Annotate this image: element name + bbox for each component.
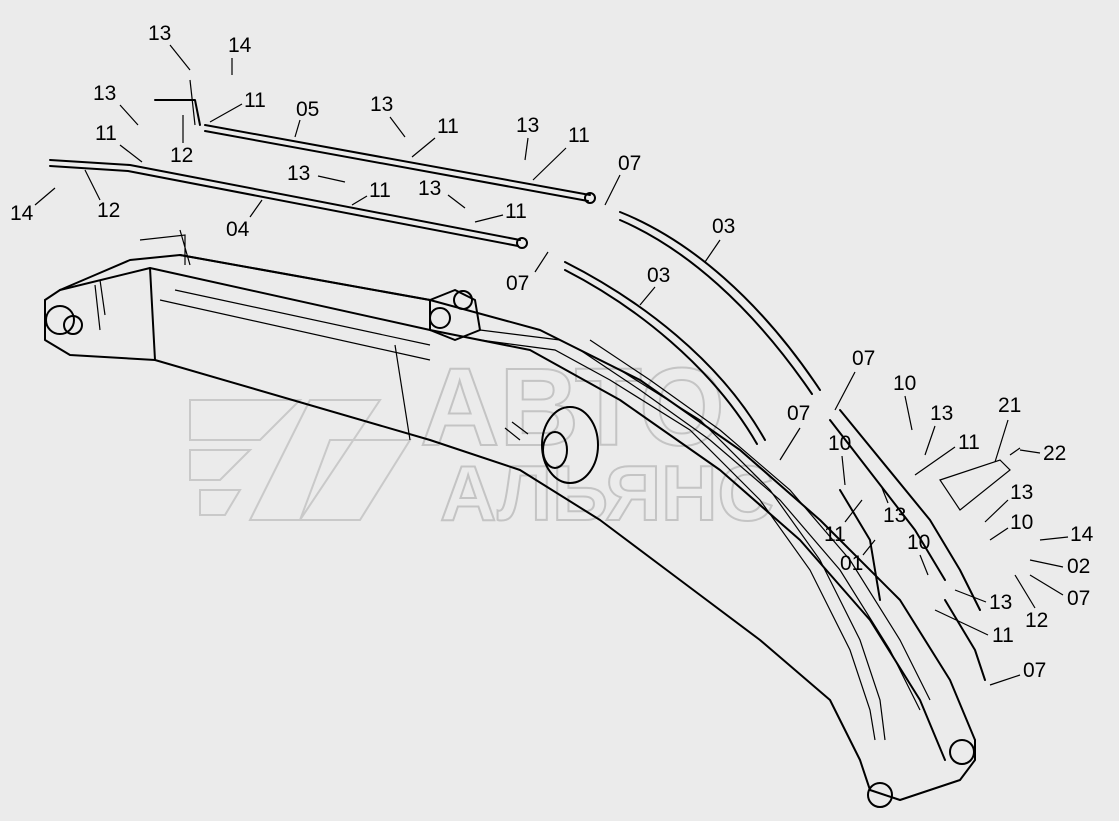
hose-03-upper	[619, 211, 821, 395]
label-14: 14	[10, 202, 34, 225]
label-13: 13	[1010, 481, 1033, 504]
label-07: 07	[787, 402, 810, 425]
label-11: 11	[958, 431, 980, 454]
label-22: 22	[1043, 442, 1066, 465]
label-11: 11	[95, 122, 117, 145]
label-14: 14	[228, 34, 252, 57]
tube-05	[154, 79, 596, 204]
callout-labels: 13 14 11 05 12 13 11 13 11 07 13 11 14 1…	[10, 22, 1094, 686]
label-12: 12	[97, 199, 120, 222]
label-11: 11	[369, 179, 391, 202]
label-02: 02	[1067, 555, 1090, 578]
label-11: 11	[437, 115, 459, 138]
label-13: 13	[370, 93, 393, 116]
label-13: 13	[418, 177, 441, 200]
label-13: 13	[287, 162, 310, 185]
watermark-line2: АЛЬЯНС	[440, 449, 774, 537]
label-07: 07	[506, 272, 529, 295]
label-13: 13	[989, 591, 1012, 614]
boom-assembly	[44, 229, 976, 808]
label-07: 07	[618, 152, 641, 175]
label-11: 11	[824, 523, 846, 546]
label-13: 13	[516, 114, 539, 137]
label-12: 12	[170, 144, 193, 167]
label-13: 13	[883, 504, 906, 527]
label-05: 05	[296, 98, 319, 121]
label-10: 10	[1010, 511, 1033, 534]
label-04: 04	[226, 218, 250, 241]
label-11: 11	[568, 124, 590, 147]
pipe-assembly-right	[829, 409, 1021, 681]
label-11: 11	[992, 624, 1014, 647]
label-07: 07	[1023, 659, 1046, 682]
label-11: 11	[505, 200, 527, 223]
label-11: 11	[244, 89, 266, 112]
label-10: 10	[828, 432, 851, 455]
label-01: 01	[840, 552, 863, 575]
label-13: 13	[930, 402, 953, 425]
label-21: 21	[998, 394, 1021, 417]
label-12: 12	[1025, 609, 1048, 632]
label-03: 03	[647, 264, 670, 287]
label-13: 13	[93, 82, 116, 105]
watermark-logo	[189, 399, 412, 521]
hose-03-lower	[564, 261, 766, 445]
label-13: 13	[148, 22, 171, 45]
label-14: 14	[1070, 523, 1094, 546]
label-07: 07	[1067, 587, 1090, 610]
label-10: 10	[893, 372, 916, 395]
label-10: 10	[907, 531, 930, 554]
label-07: 07	[852, 347, 875, 370]
label-03: 03	[712, 215, 735, 238]
tube-04	[49, 159, 528, 249]
